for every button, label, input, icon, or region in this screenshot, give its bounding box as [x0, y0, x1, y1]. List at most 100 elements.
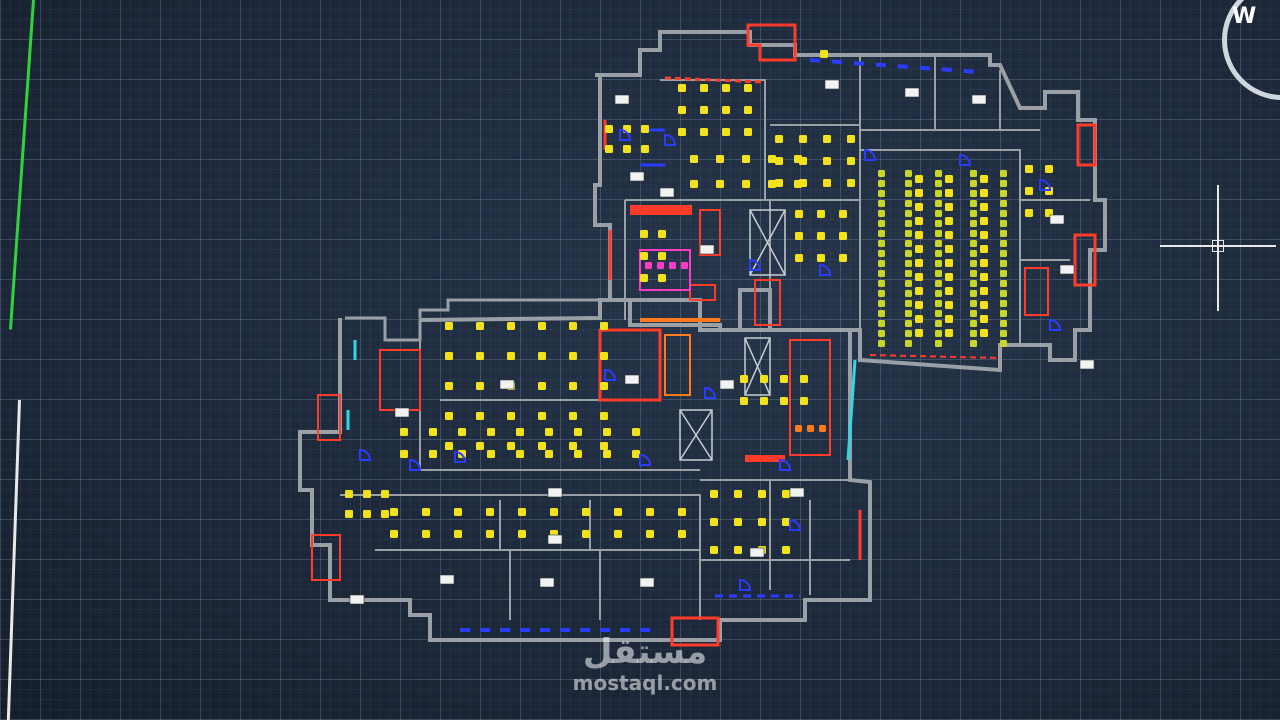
- task-light: [945, 217, 953, 225]
- workstation-desk: [905, 340, 912, 347]
- task-light: [915, 287, 923, 295]
- light-fixture: [538, 442, 546, 450]
- light-fixture: [658, 230, 666, 238]
- task-light: [980, 245, 988, 253]
- workstation-desk: [1000, 230, 1007, 237]
- task-light: [980, 203, 988, 211]
- workstation-desk: [905, 270, 912, 277]
- room-tag: [547, 534, 563, 545]
- light-fixture: [1045, 165, 1053, 173]
- room-tag: [624, 374, 640, 385]
- workstation-desk: [1000, 190, 1007, 197]
- light-fixture: [574, 428, 582, 436]
- light-fixture: [710, 518, 718, 526]
- workstation-desk: [935, 250, 942, 257]
- workstation-desk: [1000, 330, 1007, 337]
- light-fixture: [1025, 209, 1033, 217]
- light-fixture: [381, 510, 389, 518]
- task-light: [915, 217, 923, 225]
- workstation-desk: [935, 180, 942, 187]
- task-light: [980, 329, 988, 337]
- light-fixture: [710, 490, 718, 498]
- workstation-desks-layer: [878, 170, 1007, 347]
- wc-fixture: [807, 425, 814, 432]
- light-fixture: [817, 210, 825, 218]
- light-fixture: [760, 375, 768, 383]
- light-fixture: [817, 254, 825, 262]
- light-fixture: [758, 518, 766, 526]
- room-tag: [499, 379, 515, 390]
- room-tag: [639, 577, 655, 588]
- workstation-desk: [1000, 260, 1007, 267]
- workstation-desk: [905, 240, 912, 247]
- task-light: [945, 245, 953, 253]
- light-fixture: [799, 157, 807, 165]
- task-light: [945, 301, 953, 309]
- workstation-desk: [878, 320, 885, 327]
- light-fixture: [445, 442, 453, 450]
- room-tag: [349, 594, 365, 605]
- workstation-desk: [970, 260, 977, 267]
- light-fixture: [839, 254, 847, 262]
- light-fixture: [390, 530, 398, 538]
- light-fixture: [518, 530, 526, 538]
- workstation-desk: [878, 270, 885, 277]
- workstation-desk: [1000, 240, 1007, 247]
- room-tag: [1079, 359, 1095, 370]
- light-fixture: [545, 428, 553, 436]
- door-swing: [619, 128, 632, 141]
- light-fixture: [363, 490, 371, 498]
- room-tag: [659, 187, 675, 198]
- workstation-desk: [905, 290, 912, 297]
- workstation-desk: [935, 210, 942, 217]
- watermark-logo: مستقل mostaql.com: [560, 632, 730, 694]
- workstation-desk: [935, 170, 942, 177]
- door-swing: [819, 263, 832, 276]
- workstation-desk: [905, 180, 912, 187]
- task-light: [945, 231, 953, 239]
- workstation-desk: [905, 250, 912, 257]
- wc-fixture: [819, 425, 826, 432]
- door-swing: [749, 258, 762, 271]
- task-light: [980, 315, 988, 323]
- task-light: [945, 287, 953, 295]
- light-fixture: [839, 210, 847, 218]
- room-tag: [904, 87, 920, 98]
- workstation-desk: [878, 200, 885, 207]
- light-fixture: [582, 530, 590, 538]
- viewcube-direction-label[interactable]: W: [1232, 4, 1257, 29]
- light-fixture: [600, 382, 608, 390]
- light-fixture: [760, 397, 768, 405]
- task-light: [945, 189, 953, 197]
- light-fixture: [678, 508, 686, 516]
- light-fixture: [400, 428, 408, 436]
- light-fixture: [690, 180, 698, 188]
- light-fixture: [847, 157, 855, 165]
- light-fixture: [507, 442, 515, 450]
- light-fixture: [799, 135, 807, 143]
- door-swing: [864, 148, 877, 161]
- light-fixture: [400, 450, 408, 458]
- light-fixture: [734, 518, 742, 526]
- workstation-desk: [1000, 180, 1007, 187]
- task-light: [945, 175, 953, 183]
- crosshair-cursor-icon: [1160, 185, 1276, 311]
- task-light: [980, 217, 988, 225]
- light-fixture: [600, 412, 608, 420]
- workstation-desk: [1000, 250, 1007, 257]
- light-fixture: [538, 382, 546, 390]
- task-light: [915, 231, 923, 239]
- workstation-desk: [935, 240, 942, 247]
- light-fixture: [538, 352, 546, 360]
- light-fixture: [820, 50, 828, 58]
- workstation-desk: [1000, 290, 1007, 297]
- light-fixture: [775, 157, 783, 165]
- light-fixture: [422, 530, 430, 538]
- light-fixture: [740, 375, 748, 383]
- light-fixture: [600, 352, 608, 360]
- workstation-desk: [935, 280, 942, 287]
- light-fixture: [487, 450, 495, 458]
- workstation-desk: [878, 300, 885, 307]
